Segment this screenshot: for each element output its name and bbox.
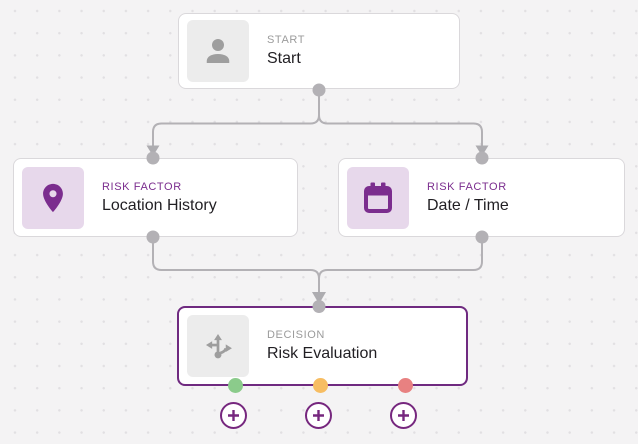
node-type-label: DECISION	[267, 329, 325, 341]
add-branch-button-3[interactable]	[389, 401, 417, 429]
plus-icon	[397, 409, 409, 421]
location-pin-icon	[43, 183, 63, 212]
connector-merge	[152, 237, 483, 304]
decision-node[interactable]: DECISION Risk Evaluation	[177, 306, 468, 393]
port-red[interactable]	[397, 377, 413, 393]
node-icon-tile	[22, 166, 84, 229]
arrowhead-icon	[312, 292, 326, 304]
arrowhead-icon	[146, 145, 160, 156]
node-title: Date / Time	[427, 196, 509, 214]
plus-icon	[312, 409, 324, 421]
node-title: Start	[267, 50, 301, 67]
person-icon	[206, 39, 230, 63]
node-title: Location History	[102, 196, 217, 214]
calendar-icon	[364, 182, 392, 213]
port-green[interactable]	[227, 377, 243, 393]
node-title: Risk Evaluation	[267, 345, 378, 362]
node-icon-tile	[187, 315, 249, 377]
add-branch-button-1[interactable]	[220, 401, 247, 429]
risk-factor-datetime-node[interactable]: RISK FACTOR Date / Time	[338, 158, 625, 237]
split-arrows-icon	[205, 333, 232, 359]
node-type-label: START	[267, 34, 306, 46]
add-branch-button-2[interactable]	[304, 401, 332, 429]
plus-icon	[228, 409, 239, 421]
port-orange[interactable]	[312, 377, 328, 393]
risk-factor-location-node[interactable]: RISK FACTOR Location History	[13, 158, 298, 237]
node-type-label: RISK FACTOR	[427, 180, 507, 193]
arrowhead-icon	[475, 145, 489, 156]
node-icon-tile	[187, 20, 249, 82]
node-icon-tile	[347, 166, 409, 229]
start-node[interactable]: START Start	[178, 13, 460, 89]
node-type-label: RISK FACTOR	[102, 180, 182, 193]
connector-start-split	[146, 89, 489, 156]
